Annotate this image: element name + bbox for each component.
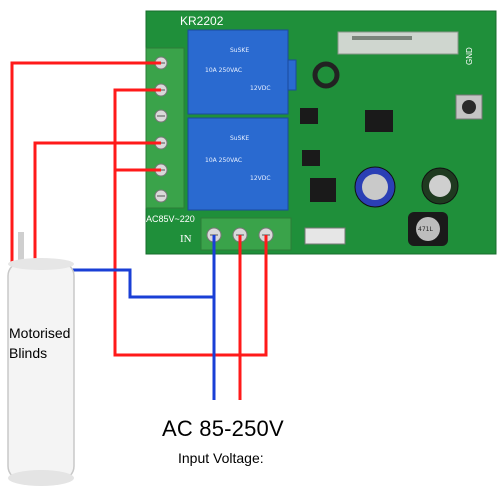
side-terminal-block	[145, 47, 185, 209]
inductor-marking: 471L	[418, 226, 433, 233]
wire-live-to-blinds-open	[10, 61, 161, 265]
wires	[10, 61, 268, 400]
ic-chip	[310, 178, 336, 202]
motorised-blinds-device	[7, 232, 75, 486]
relay-board: KR2202 GND AC85V~220 SuSKE 10A	[145, 10, 497, 255]
ic-chip	[300, 108, 318, 124]
bridge-rectifier	[304, 227, 346, 245]
relay-1-coil: 12VDC	[250, 85, 271, 92]
capacitor	[354, 166, 396, 208]
rf-module	[337, 31, 459, 55]
supply-voltage-label: AC 85-250V	[162, 416, 284, 441]
relay-1-rating: 10A 250VAC	[205, 67, 242, 74]
capacitor	[421, 167, 459, 205]
relay-1-brand: SuSKE	[230, 47, 249, 54]
device-label: Motorised Blinds	[9, 325, 71, 361]
inductor: 471L	[408, 212, 448, 246]
relay-2-rating: 10A 250VAC	[205, 157, 242, 164]
antenna-coil	[312, 61, 340, 89]
wire-live-to-blinds-close	[33, 141, 161, 265]
wire-neutral-blinds	[60, 268, 214, 299]
ic-chip	[365, 110, 393, 132]
input-marker-label: IN	[180, 233, 192, 245]
supply-caption-label: Input Voltage:	[178, 450, 264, 466]
relay-1: SuSKE 10A 250VAC 12VDC	[187, 29, 289, 115]
board-model-label: KR2202	[180, 14, 224, 28]
ic-chip	[302, 150, 320, 166]
relay-2-coil: 12VDC	[250, 175, 271, 182]
relay-2-brand: SuSKE	[230, 135, 249, 142]
ac-range-silk-label: AC85V~220	[146, 214, 195, 224]
push-button	[455, 94, 483, 120]
blinds-tube	[7, 261, 75, 481]
gnd-silk-label: GND	[465, 47, 474, 65]
relay-2: SuSKE 10A 250VAC 12VDC	[187, 117, 289, 211]
wire-live-common	[113, 88, 268, 357]
